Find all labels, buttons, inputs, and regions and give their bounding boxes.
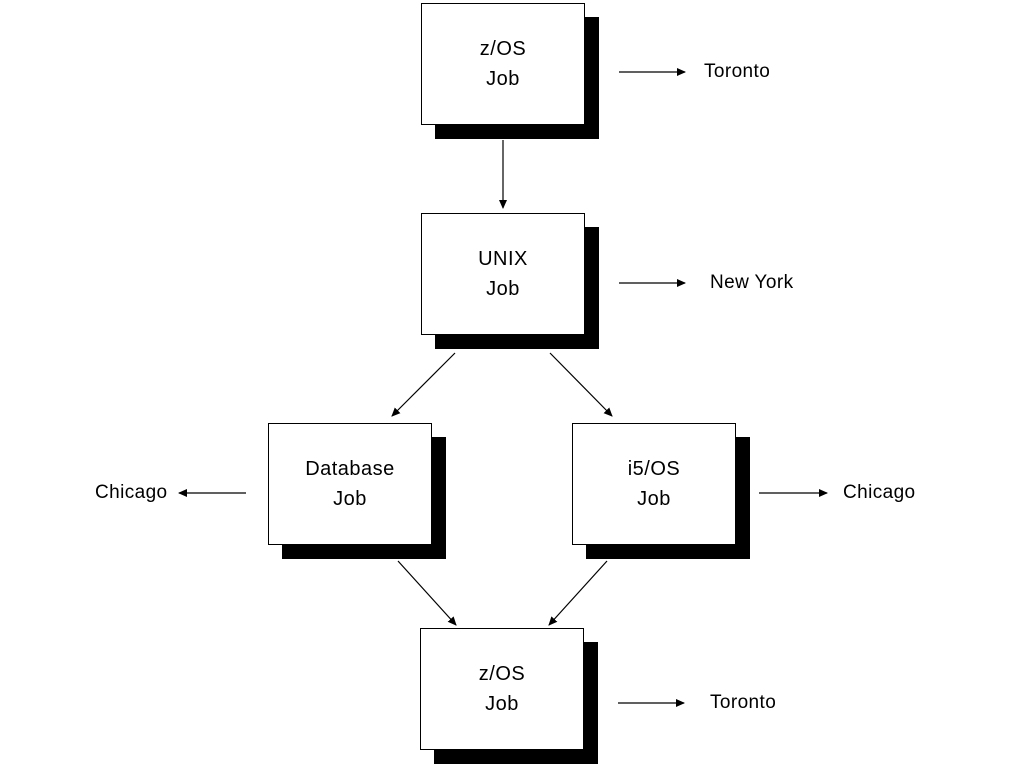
node-unix-line1: UNIX [478, 248, 528, 270]
node-database-line1: Database [305, 458, 395, 480]
location-label-toronto-bottom: Toronto [710, 692, 777, 713]
node-zos-bottom-line2: Job [485, 693, 519, 715]
location-label-new-york: New York [710, 272, 794, 293]
arrow-database-to-zos-bottom [397, 560, 457, 626]
location-label-chicago-right: Chicago [843, 482, 916, 503]
location-label-toronto-top: Toronto [704, 61, 771, 82]
location-label-chicago-left: Chicago [95, 482, 168, 503]
node-zos-top: z/OS Job [421, 3, 585, 125]
node-i5os-line1: i5/OS [627, 458, 681, 480]
node-unix-line2: Job [486, 278, 520, 300]
node-database: Database Job [268, 423, 432, 545]
node-zos-bottom: z/OS Job [420, 628, 584, 750]
arrow-i5os-to-zos-bottom [548, 560, 608, 626]
node-zos-top-line2: Job [486, 68, 520, 90]
node-i5os: i5/OS Job [572, 423, 736, 545]
node-database-line2: Job [333, 488, 367, 510]
node-i5os-line2: Job [637, 488, 671, 510]
arrow-unix-to-database [391, 352, 456, 417]
arrow-unix-to-i5os [549, 352, 613, 417]
node-zos-top-line1: z/OS [479, 38, 527, 60]
node-unix: UNIX Job [421, 213, 585, 335]
node-zos-bottom-line1: z/OS [478, 663, 526, 685]
